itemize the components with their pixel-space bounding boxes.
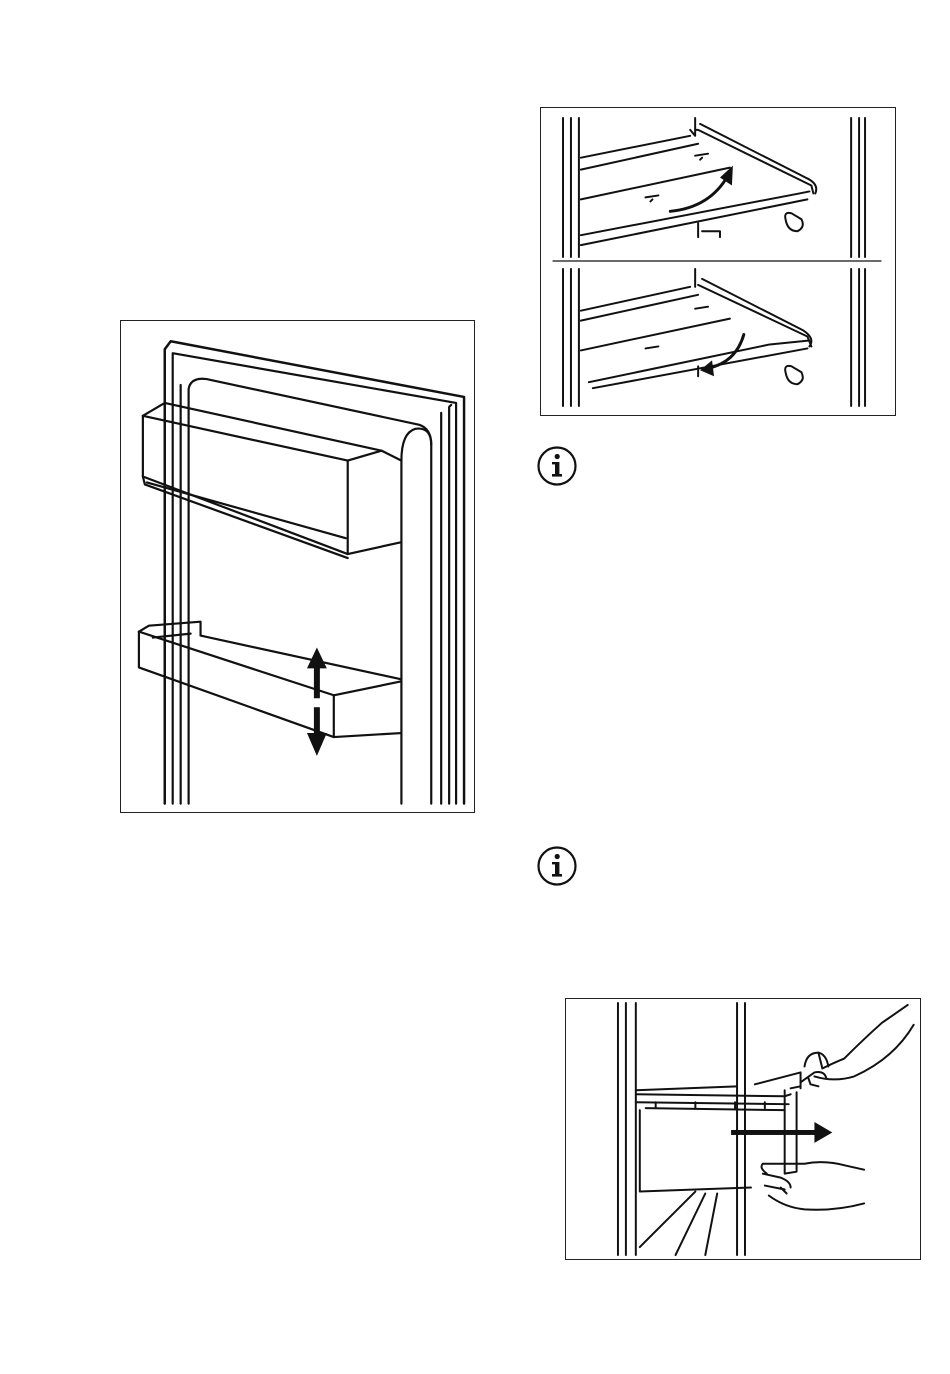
door-shelf-figure	[120, 320, 475, 813]
drawer-removal-figure	[565, 998, 921, 1260]
glass-shelf-illustration	[541, 108, 895, 415]
info-icon	[536, 845, 578, 887]
info-icon	[536, 445, 578, 487]
lower-hand-icon	[762, 1162, 865, 1210]
drawer-removal-illustration	[566, 999, 920, 1259]
door-shelf-illustration	[121, 321, 474, 812]
upper-hand-icon	[801, 1005, 914, 1086]
pull-right-arrow-icon	[731, 1122, 832, 1143]
shelf-lift-panel	[563, 118, 865, 257]
up-down-arrow-icon	[307, 648, 327, 756]
glass-shelf-figure	[540, 107, 896, 416]
shelf-lower-panel	[563, 269, 865, 406]
